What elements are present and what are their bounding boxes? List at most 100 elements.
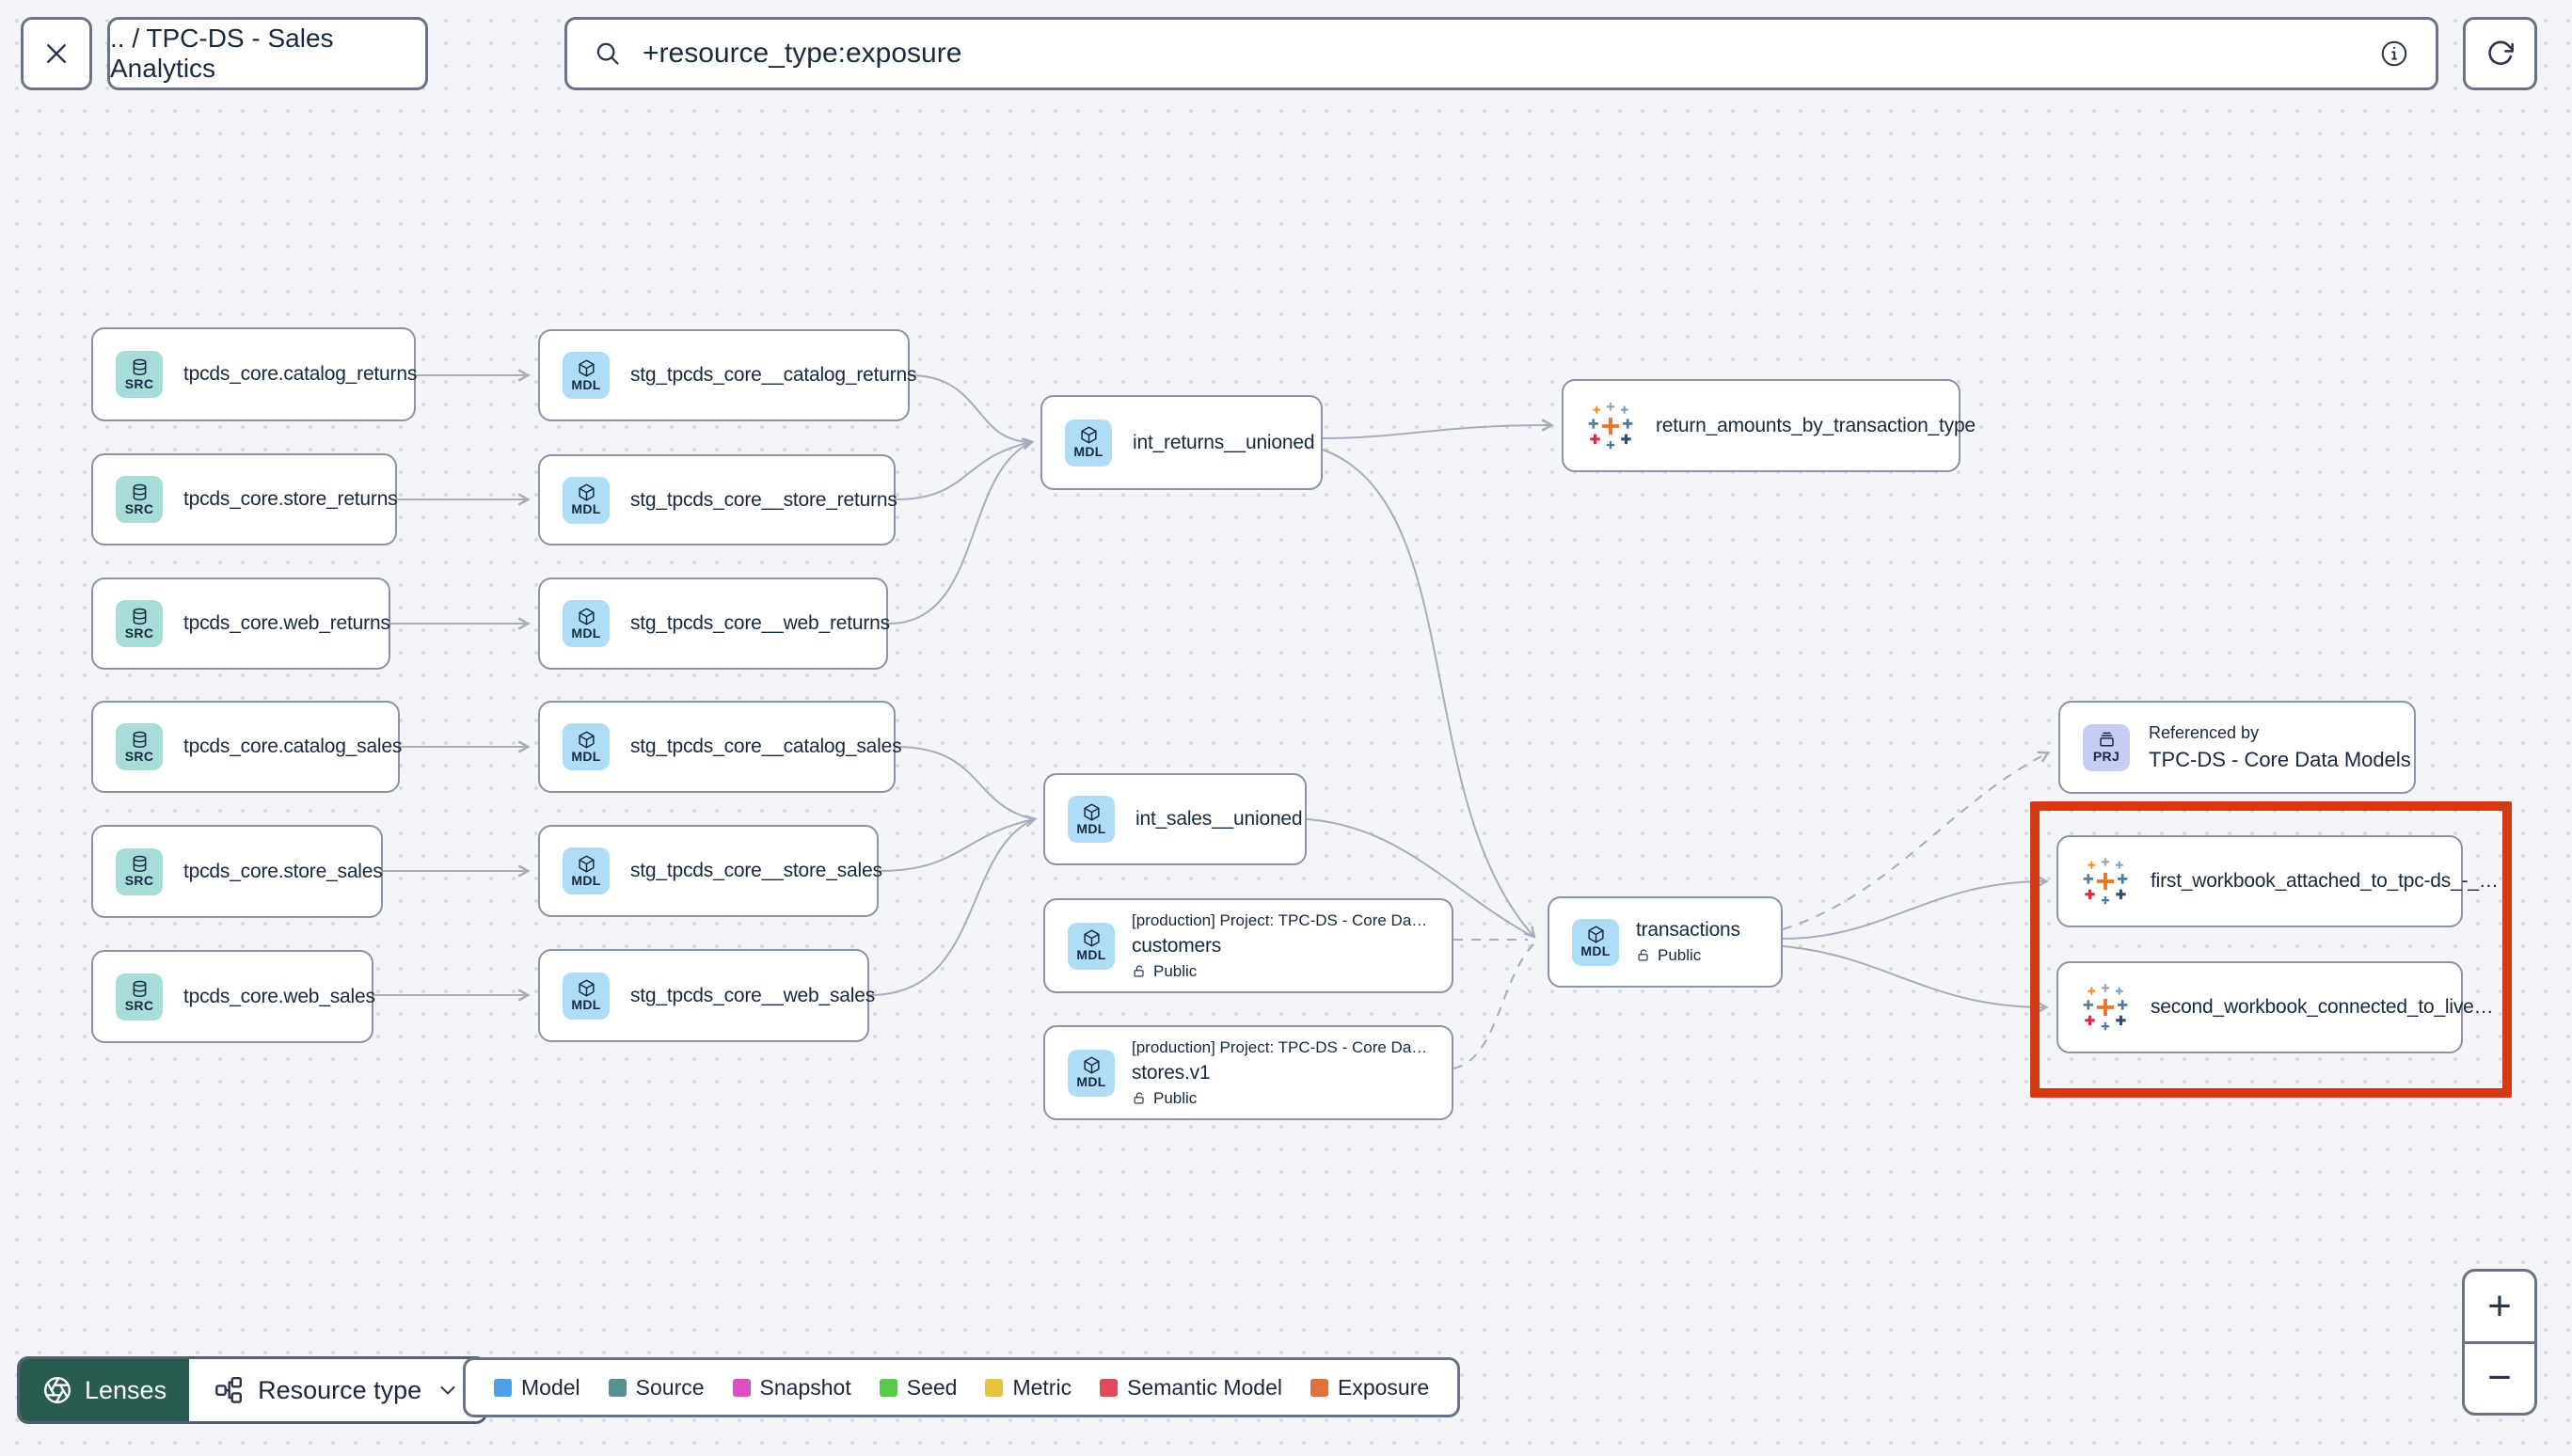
node-model-stg-web-returns[interactable]: MDL stg_tpcds_core__web_returns <box>538 578 890 670</box>
node-model-int-returns-unioned[interactable]: MDL int_returns__unioned <box>1040 395 1323 490</box>
node-model-customers[interactable]: MDL [production] Project: TPC-DS - Core … <box>1043 898 1453 993</box>
search-input[interactable] <box>643 38 2358 70</box>
snapshot-swatch <box>732 1378 751 1397</box>
lock-open-icon <box>1636 948 1651 963</box>
model-badge: MDL <box>1068 796 1115 843</box>
lenses-control: Lenses Resource type <box>17 1356 488 1424</box>
model-badge: MDL <box>1065 419 1112 467</box>
source-badge: SRC <box>116 973 163 1021</box>
legend-item-semantic-model: Semantic Model <box>1100 1375 1282 1401</box>
node-label: stores.v1 <box>1132 1061 1211 1084</box>
cube-icon <box>1082 1055 1102 1075</box>
model-badge: MDL <box>563 847 610 894</box>
node-label: transactions <box>1636 919 1740 941</box>
tableau-icon <box>2081 857 2130 906</box>
database-icon <box>130 607 150 626</box>
model-badge: MDL <box>1068 922 1115 970</box>
model-badge: MDL <box>1068 1049 1115 1097</box>
close-button[interactable] <box>21 17 92 90</box>
cube-icon <box>577 483 596 502</box>
node-label: stg_tpcds_core__store_returns <box>630 488 897 511</box>
model-badge: MDL <box>563 600 610 647</box>
node-source-tpcds-core-catalog-returns[interactable]: SRC tpcds_core.catalog_returns <box>91 327 417 421</box>
model-badge: MDL <box>563 352 610 399</box>
node-model-stg-store-sales[interactable]: MDL stg_tpcds_core__store_sales <box>538 825 882 917</box>
cube-icon <box>577 607 596 626</box>
zoom-out-button[interactable]: − <box>2487 1354 2512 1401</box>
node-source-tpcds-core-catalog-sales[interactable]: SRC tpcds_core.catalog_sales <box>91 701 402 793</box>
node-source-tpcds-core-store-returns[interactable]: SRC tpcds_core.store_returns <box>91 453 398 546</box>
node-model-stg-catalog-returns[interactable]: MDL stg_tpcds_core__catalog_returns <box>538 329 917 421</box>
seed-swatch <box>879 1378 897 1397</box>
source-badge: SRC <box>116 847 163 895</box>
node-project-label: [production] Project: TPC-DS - Core Data… <box>1132 910 1429 929</box>
legend-item-exposure: Exposure <box>1310 1375 1429 1401</box>
breadcrumb[interactable]: .. / TPC-DS - Sales Analytics <box>107 17 428 90</box>
info-icon[interactable] <box>2379 39 2409 69</box>
database-icon <box>130 854 150 874</box>
cube-icon <box>577 978 596 998</box>
node-exposure-return-amounts-by-transaction-type[interactable]: return_amounts_by_transaction_type <box>1562 379 1976 472</box>
refresh-icon <box>2485 39 2516 69</box>
model-badge: MDL <box>563 476 610 524</box>
project-badge: PRJ <box>2083 723 2130 771</box>
source-badge: SRC <box>116 723 163 770</box>
cube-icon <box>577 730 596 750</box>
node-source-tpcds-core-web-sales[interactable]: SRC tpcds_core.web_sales <box>91 950 375 1043</box>
lenses-button[interactable]: Lenses <box>20 1359 190 1421</box>
referenced-by-label: Referenced by <box>2149 722 2260 742</box>
resource-type-dropdown[interactable]: Resource type <box>189 1359 484 1421</box>
node-label: customers <box>1132 934 1222 957</box>
node-model-stg-web-sales[interactable]: MDL stg_tpcds_core__web_sales <box>538 949 875 1042</box>
cube-icon <box>1082 802 1102 822</box>
database-icon <box>130 483 150 502</box>
refresh-button[interactable] <box>2463 17 2537 90</box>
node-label: int_sales__unioned <box>1135 808 1303 830</box>
lock-open-icon <box>1132 1091 1147 1106</box>
source-swatch <box>608 1378 627 1397</box>
semantic-model-swatch <box>1100 1378 1119 1397</box>
archive-icon <box>2097 730 2117 750</box>
zoom-in-button[interactable]: + <box>2465 1272 2534 1344</box>
model-badge: MDL <box>563 723 610 770</box>
resource-type-icon <box>214 1375 244 1405</box>
node-model-transactions[interactable]: MDL transactions Public <box>1548 896 1783 988</box>
node-model-int-sales-unioned[interactable]: MDL int_sales__unioned <box>1043 773 1307 865</box>
close-icon <box>42 40 71 68</box>
node-source-tpcds-core-web-returns[interactable]: SRC tpcds_core.web_returns <box>91 578 390 670</box>
aperture-icon <box>42 1375 72 1405</box>
node-source-tpcds-core-store-sales[interactable]: SRC tpcds_core.store_sales <box>91 825 383 918</box>
node-model-stg-store-returns[interactable]: MDL stg_tpcds_core__store_returns <box>538 454 897 546</box>
node-exposure-first-workbook[interactable]: first_workbook_attached_to_tpc-ds_-_… <box>2056 835 2499 927</box>
source-badge: SRC <box>116 600 163 647</box>
search-bar[interactable] <box>564 17 2438 90</box>
database-icon <box>130 357 150 377</box>
source-badge: SRC <box>116 351 163 398</box>
cube-icon <box>1079 425 1099 445</box>
node-label: stg_tpcds_core__web_returns <box>630 612 890 634</box>
node-label: tpcds_core.web_returns <box>183 612 390 634</box>
node-access: Public <box>1132 1089 1429 1108</box>
cube-icon <box>577 854 596 874</box>
model-badge: MDL <box>563 972 610 1020</box>
legend-item-seed: Seed <box>879 1375 957 1401</box>
metric-swatch <box>985 1378 1004 1397</box>
database-icon <box>130 979 150 999</box>
cube-icon <box>577 358 596 378</box>
tableau-icon <box>2081 983 2130 1032</box>
node-label: tpcds_core.store_returns <box>183 488 398 510</box>
referenced-project-name: TPC-DS - Core Data Models <box>2149 747 2411 771</box>
model-badge: MDL <box>1572 918 1619 966</box>
node-label: tpcds_core.store_sales <box>183 860 383 882</box>
node-model-stores-v1[interactable]: MDL [production] Project: TPC-DS - Core … <box>1043 1025 1453 1120</box>
resource-type-legend: Model Source Snapshot Seed Metric Semant… <box>463 1357 1461 1417</box>
tableau-icon <box>1586 402 1635 451</box>
source-badge: SRC <box>116 476 163 523</box>
node-access: Public <box>1132 962 1429 981</box>
node-referenced-by-project[interactable]: PRJ Referenced by TPC-DS - Core Data Mod… <box>2058 701 2416 794</box>
node-exposure-second-workbook[interactable]: second_workbook_connected_to_live… <box>2056 961 2494 1053</box>
node-model-stg-catalog-sales[interactable]: MDL stg_tpcds_core__catalog_sales <box>538 701 902 793</box>
model-swatch <box>494 1378 512 1397</box>
database-icon <box>130 730 150 750</box>
